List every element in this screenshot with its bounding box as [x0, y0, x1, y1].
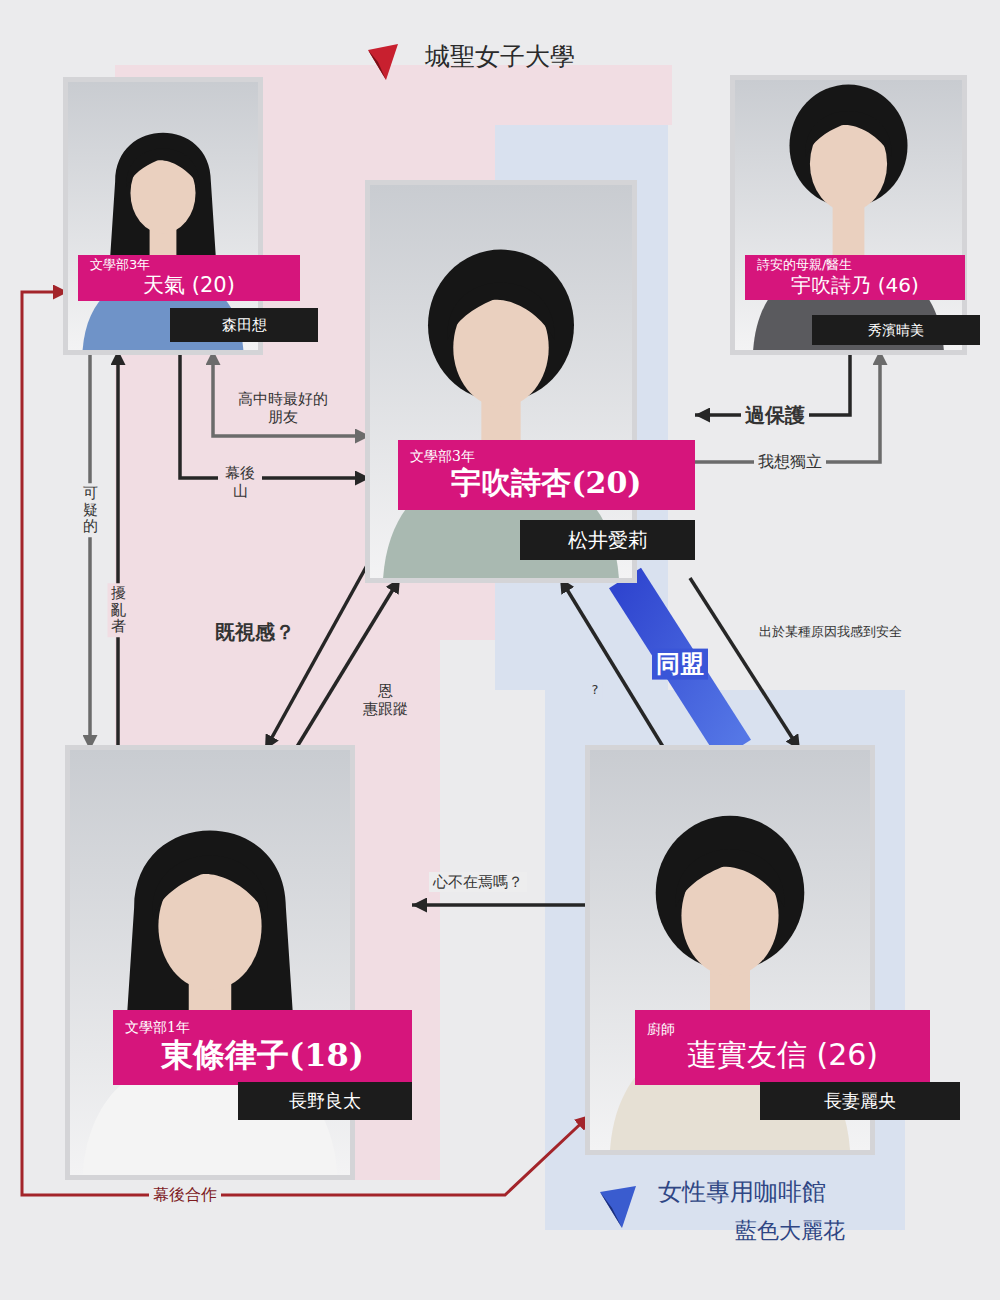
actor-bar: 長野良太: [238, 1082, 412, 1120]
region-icon: [600, 1192, 622, 1228]
relation-label: 我想獨立: [754, 451, 826, 472]
fringe: [126, 149, 199, 188]
actor-bar: 松井愛莉: [520, 520, 695, 560]
name-plate: 文學部3年宇吹詩杏(20): [398, 440, 695, 510]
region-icon: [368, 44, 398, 80]
alliance-band: [625, 578, 735, 750]
relation-label: 恩 惠跟蹤: [356, 681, 415, 719]
character-card: 文學部1年東條律子(18) 長野良太: [70, 750, 412, 1175]
relation-label: 擾亂者: [108, 583, 129, 637]
relation-label: 可疑的: [80, 483, 101, 537]
character-name: 宇吹詩杏(20): [451, 465, 641, 501]
region-icon: [600, 1186, 636, 1228]
portrait-photo: [735, 80, 962, 350]
fringe: [676, 849, 785, 907]
actor-name: 秀濱晴美: [868, 322, 924, 339]
name-plate: 廚師蓮實友信 (26): [635, 1010, 930, 1085]
relation-label: 心不在焉嗎？: [429, 872, 527, 892]
relation-arrow: [116, 350, 120, 750]
actor-bar: 森田想: [170, 308, 318, 342]
relation-arrow: [213, 350, 370, 436]
portrait-figure: [735, 80, 962, 350]
character-card: 文學部3年宇吹詩杏(20) 松井愛莉: [370, 185, 695, 578]
character-name: 宇吹詩乃 (46): [791, 273, 918, 297]
relation-arrow: [88, 350, 92, 750]
name-plate: 詩安的母親/醫生宇吹詩乃 (46): [745, 255, 965, 300]
actor-bar: 秀濱晴美: [812, 315, 980, 345]
character-card: 廚師蓮實友信 (26) 長妻麗央: [590, 750, 960, 1150]
region-icon: [368, 50, 386, 80]
relation-label: ?: [588, 681, 603, 699]
name-plate: 文學部3年天氣 (20): [78, 255, 300, 301]
relation-label: 幕後合作: [149, 1184, 221, 1205]
role-text: 文學部3年: [90, 257, 150, 273]
relation-arrow: [295, 578, 400, 750]
character-card: 文學部3年天氣 (20) 森田想: [68, 82, 318, 350]
fringe: [152, 855, 268, 916]
actor-bar: 長妻麗央: [760, 1082, 960, 1120]
relation-arrow: [695, 350, 880, 462]
role-text: 文學部1年: [125, 1019, 190, 1036]
relation-arrow: [560, 578, 665, 750]
region-name: 城聖女子大學: [425, 42, 575, 72]
character-card: 詩安的母親/醫生宇吹詩乃 (46) 秀濱晴美: [735, 80, 980, 350]
relation-label: 高中時最好的 朋友: [231, 389, 335, 427]
character-name: 東條律子(18): [161, 1036, 364, 1074]
region-name: 女性專用咖啡館: [658, 1178, 826, 1207]
actor-name: 長妻麗央: [824, 1090, 896, 1112]
fringe: [805, 111, 892, 157]
actor-name: 長野良太: [289, 1090, 361, 1112]
name-plate: 文學部1年東條律子(18): [113, 1010, 412, 1085]
actor-name: 森田想: [222, 316, 267, 334]
fringe: [447, 283, 554, 340]
actor-name: 松井愛莉: [568, 528, 648, 552]
role-text: 文學部3年: [410, 448, 475, 465]
relation-label: 幕後 山: [218, 463, 262, 501]
relation-arrow: [180, 350, 370, 478]
character-name: 天氣 (20): [143, 273, 235, 298]
role-text: 廚師: [647, 1021, 675, 1038]
relation-label: 出於某種原因我感到安全: [755, 623, 906, 641]
relation-arrow: [22, 292, 590, 1195]
relation-label: 過保護: [741, 402, 809, 428]
relation-label: 同盟: [652, 649, 708, 680]
relation-label: 既視感？: [211, 619, 299, 645]
role-text: 詩安的母親/醫生: [757, 257, 852, 273]
character-name: 蓮實友信 (26): [687, 1037, 878, 1073]
region-name: 藍色大麗花: [735, 1218, 845, 1244]
relation-arrow: [412, 903, 590, 907]
